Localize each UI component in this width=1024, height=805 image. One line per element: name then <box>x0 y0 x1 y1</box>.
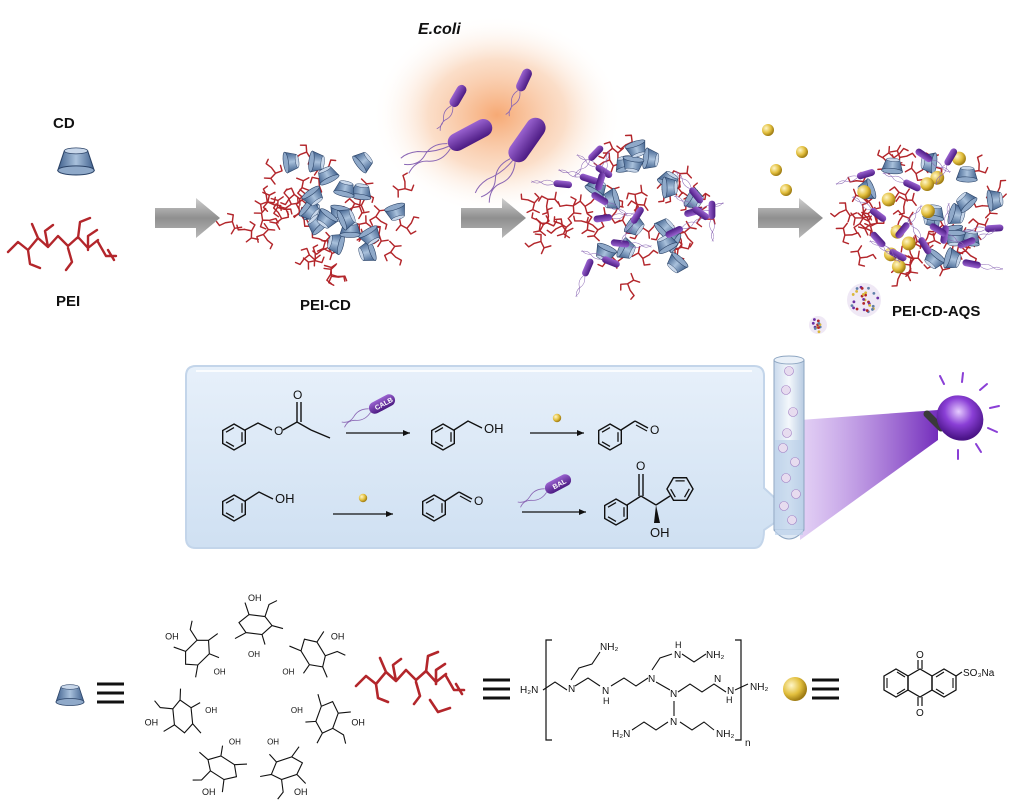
pei-polymer-icon <box>354 650 466 714</box>
process-arrow-1 <box>155 198 220 238</box>
hydroxyl-label: OH <box>248 650 260 659</box>
test-tube <box>773 355 805 540</box>
nitrogen-label: N <box>714 674 721 685</box>
equivalence-sign <box>97 682 124 704</box>
pei-cd-label: PEI-CD <box>300 297 351 314</box>
nitrogen-label: N <box>670 689 677 700</box>
oh-label: OH <box>650 525 670 540</box>
hydroxyl-label: OH <box>229 737 241 746</box>
hydroxyl-label: OH <box>205 706 217 715</box>
hydrogen-label: H <box>675 640 682 650</box>
hydroxyl-label: OH <box>145 718 159 728</box>
pei-polymer-icon <box>6 216 118 272</box>
hydroxyl-label: OH <box>267 737 279 746</box>
equivalence-sign <box>812 678 839 700</box>
aqs-chemical-structure: O O SO₃Na <box>883 650 995 719</box>
amine-label: H₂N <box>520 685 538 696</box>
amine-label: NH₂ <box>750 682 768 693</box>
nitrogen-label: N <box>602 686 609 697</box>
oh-label: OH <box>275 491 295 506</box>
reaction-panel <box>185 365 792 549</box>
hydroxyl-label: OH <box>351 718 365 728</box>
o-label: O <box>636 459 645 473</box>
aqs-particles <box>762 124 808 196</box>
amine-label: NH₂ <box>716 729 734 740</box>
ecoli-label: E.coli <box>418 21 461 38</box>
uv-beam <box>800 410 938 540</box>
nitrogen-label: N <box>674 650 681 661</box>
hydroxyl-label: OH <box>291 706 303 715</box>
pei-cd-aqs-cluster <box>829 141 1013 290</box>
oh-label: OH <box>484 421 504 436</box>
hydroxyl-label: OH <box>331 631 345 641</box>
aqs-particle-icon <box>783 677 807 701</box>
nitrogen-label: N <box>648 674 655 685</box>
o-label: O <box>474 494 483 508</box>
hydroxyl-label: OH <box>165 631 179 641</box>
nitrogen-label: N <box>727 686 734 697</box>
process-arrow-2 <box>461 198 526 238</box>
hydrogen-label: H <box>726 695 733 705</box>
hydroxyl-label: OH <box>294 787 308 797</box>
hydroxyl-label: OH <box>202 787 216 797</box>
nitrogen-label: N <box>568 684 575 695</box>
tiny-composite-particle <box>809 316 827 334</box>
hydroxyl-label: OH <box>282 667 294 676</box>
cd-cone-icon <box>55 684 85 706</box>
cd-cone-icon <box>57 147 95 176</box>
carbonyl-oxygen-label: O <box>916 650 924 661</box>
equivalence-sign <box>483 678 510 700</box>
small-composite-particle <box>847 283 881 317</box>
sulfonate-label: SO₃Na <box>963 668 995 679</box>
nitrogen-label: N <box>670 717 677 728</box>
carbonyl-oxygen-label: O <box>916 708 924 719</box>
pei-chemical-structure: n H₂N N NH₂ N H N N H NH₂ N N N H NH₂ N … <box>520 639 768 749</box>
amine-label: NH₂ <box>600 642 618 653</box>
polymer-subscript-n: n <box>745 738 751 749</box>
amine-label: NH₂ <box>706 650 724 661</box>
pei-cd-aqs-label: PEI-CD-AQS <box>892 303 981 320</box>
hydroxyl-label: OH <box>214 667 226 676</box>
ecoli-glow <box>372 15 622 215</box>
o-label: O <box>650 423 659 437</box>
reaction-row-2: OH O BAL O OH <box>221 459 697 540</box>
o-label: O <box>274 424 283 438</box>
hydrogen-label: H <box>603 696 610 706</box>
pei-label: PEI <box>56 293 81 310</box>
o-label: O <box>293 388 302 402</box>
uv-light-bulb-icon <box>923 372 1000 460</box>
hydroxyl-label: OH <box>248 593 262 603</box>
cd-label: CD <box>53 115 75 132</box>
ecoli-bacteria-group <box>400 68 546 203</box>
beta-cyclodextrin-structure: OH OH OH OH OH OH OH OH OH OH OH OH OH OH <box>145 593 365 800</box>
amine-label: H₂N <box>612 729 630 740</box>
process-arrow-3 <box>758 198 823 238</box>
